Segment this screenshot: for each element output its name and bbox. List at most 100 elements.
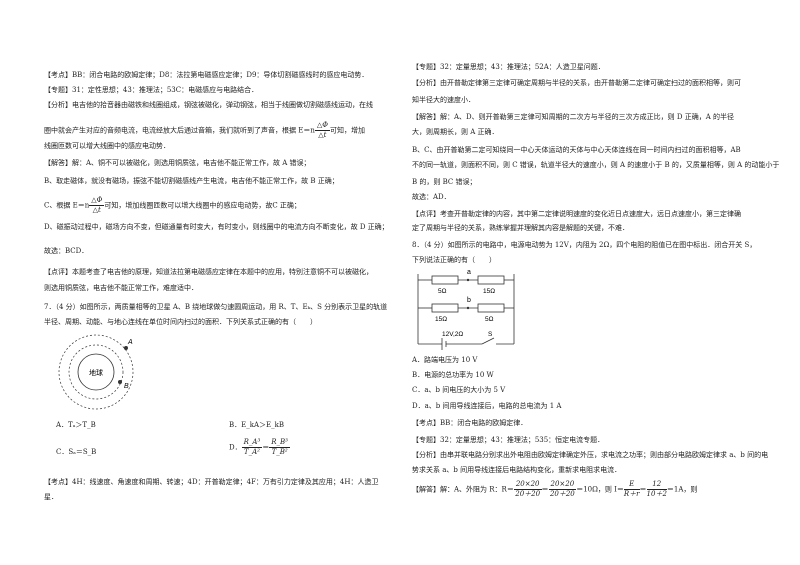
question-7-line-2: 半径、周期、动能、与地心连线在单位时间内扫过的面积．下列关系式正确的有（ ） — [44, 318, 317, 326]
circuit-diagram: a b 5Ω 15Ω 15Ω 5Ω 12V,2Ω S — [417, 269, 515, 350]
fraction-numerator: 20×20 — [513, 480, 542, 490]
text-segment: 可知，增加 — [329, 126, 365, 135]
node-a-label: a — [467, 269, 471, 276]
fraction: △Φ△t — [89, 196, 105, 215]
jieda-line-b: B、取走磁体，就没有磁场，振弦不能切割磁感线产生电流，电吉他不能正常工作，故 B… — [44, 177, 339, 185]
dianping-line-2: 定了周期与半径的关系，熟练掌握并理解其内容是解题的关键，不难． — [412, 224, 629, 232]
switch-s — [481, 337, 495, 345]
fraction-denominator: T_A² — [243, 448, 260, 456]
resistor-1-label: 5Ω — [438, 288, 447, 295]
question-8-line-2: 下列说法正确的有（ ） — [412, 256, 496, 264]
text-segment: ＝10Ω，则 I＝ — [576, 485, 624, 494]
dianping-line-2: 则选用铜质弦，电吉他不能正常工作，难度适中． — [44, 284, 198, 292]
earth-circle — [77, 353, 115, 391]
fraction-numerator: △Φ — [314, 121, 330, 131]
satellite-b — [118, 380, 122, 384]
option-b: B．电源的总功率为 10 W — [412, 371, 494, 379]
earth-label: 地球 — [89, 368, 103, 377]
dianping-line: 【点评】考查开普勒定律的内容，其中第二定律说明速度的变化近日点速度大，远日点速度… — [412, 210, 741, 218]
jieda-line: 【解答】解：A、D、则开普勒第三定律可知周期的二次方与半径的三次方成正比，则 D… — [412, 113, 735, 121]
resistor-3 — [431, 303, 459, 313]
equals-sign: ＝ — [262, 443, 270, 452]
fraction-numerator: R_A³ — [241, 438, 263, 448]
text-segment: 可知，增加线圈匝数可以增大线圈中的感应电动势，故C 正确； — [104, 201, 301, 210]
jieda-line-2: 大，则周期长，则 A 正确． — [412, 128, 499, 136]
kaodian-line: 【考点】BB：闭合电路的欧姆定律；D8：法拉第电磁感应定律；D9：导体切割磁感线… — [44, 71, 369, 79]
fraction-numerator: R_B³ — [269, 438, 290, 448]
outer-orbit — [58, 334, 134, 410]
text-segment: 【解答】解：A、外阻为 R：R＝ — [412, 485, 514, 494]
satellite-b-label: B — [124, 383, 129, 390]
fenxi-line-2: 知半径大的速度小． — [412, 96, 475, 104]
fraction-numerator: 12 — [646, 480, 667, 490]
orbit-diagram: 地球 A B — [58, 334, 134, 410]
option-c: C．Sₐ＝S_B — [56, 448, 97, 456]
fraction-denominator: T_B² — [271, 448, 288, 456]
option-d-prefix: D． — [229, 443, 242, 452]
jieda-line-d: D、磁振动过程中，磁场方向不变，但磁通量有时变大，有时变小，则线圈中的电流方向不… — [44, 223, 389, 231]
zhuanti-line: 【专题】31：定性思想；43：推理法；53C：电磁感应与电路结合． — [44, 86, 259, 94]
fraction-denominator: 10＋2 — [646, 490, 667, 498]
fenxi-line-2: 圈中就会产生对应的音频电流，电流经放大后通过音箱，我们就听到了声音，根据 E＝n… — [44, 121, 365, 140]
fraction-denominator: △t — [92, 206, 101, 214]
jieda-line: 【解答】解：A、铜不可以被磁化，则选用铜质弦，电吉他不能正常工作，故 A 错误； — [44, 159, 311, 167]
fraction-numerator: E — [623, 480, 640, 490]
jieda-line-c: 不的同一轨道，则面积不同，则 C 错误，轨道半径大的速度小，则 A 的速度小于 … — [412, 161, 780, 169]
resistor-1 — [431, 275, 459, 285]
fenxi-line-3: 线圈匝数可以增大线圈中的感应电动势． — [44, 142, 170, 150]
answer-line: 故选：BCD． — [44, 247, 89, 255]
zhuanti-line-q8: 【专题】32：定量思想；43：推理法；535：恒定电流专题． — [412, 436, 605, 444]
node-b-label: b — [467, 297, 471, 304]
kaodian-line-q7: 【考点】4H：线速度、角速度和周期、转速；4D：开普勒定律；4F：万有引力定律及… — [44, 478, 379, 486]
resistor-3-label: 15Ω — [435, 316, 447, 323]
node-b — [466, 306, 470, 310]
option-a: A．路端电压为 10 V — [412, 356, 478, 364]
source-label: 12V,2Ω — [442, 331, 463, 338]
zhuanti-line: 【专题】32：定量思想；43：推理法；52A：人造卫星问题． — [412, 63, 605, 71]
option-c: C．a、b 间电压的大小为 5 V — [412, 386, 506, 394]
text-segment: C、根据 E＝n — [44, 201, 90, 210]
equals-sign: ＝ — [639, 485, 647, 494]
text-segment: ＝1A，则 — [666, 485, 698, 494]
inner-orbit — [68, 344, 124, 400]
fraction-denominator: R＋r — [623, 490, 640, 498]
satellite-a-label: A — [127, 339, 133, 346]
resistor-2-label: 15Ω — [483, 288, 495, 295]
dianping-line: 【点评】本题考查了电吉他的原理，知道法拉第电磁感应定律在本题中的应用，特别注意铜… — [44, 268, 373, 276]
switch-label: S — [488, 331, 493, 338]
satellite-a — [124, 346, 128, 350]
jieda-line-d: B 的，则 BC 错误； — [412, 178, 477, 186]
option-a: A．Tₐ＞T_B — [56, 421, 96, 429]
fraction-numerator: 20×20 — [548, 480, 577, 490]
jieda-line-b: B、C、由开普勒第二定可知绕同一中心天体运动的天体与中心天体连线在同一时间内扫过… — [412, 146, 741, 154]
fraction-numerator: △Φ — [89, 196, 105, 206]
fraction-denominator: 20＋20 — [515, 490, 541, 498]
fenxi-line-q8: 【分析】由串并联电路分别求出外电阻由欧姆定律确定外压，求电流之功率；则由部分电路… — [412, 451, 769, 459]
resistor-4 — [477, 303, 505, 313]
fenxi-line-q8-2: 势求关系 a、b 间用导线连接后电路结构变化，重新求电阻求电流． — [412, 466, 622, 474]
question-8: 8．（4 分）如图所示的电路中，电源电动势为 12V，内阻为 2Ω，四个电阻的阻… — [412, 241, 757, 249]
answer-line: 故选：AD． — [412, 193, 451, 201]
node-a — [466, 278, 470, 282]
fraction: △Φ△t — [314, 121, 330, 140]
kaodian-line: 【考点】BB：闭合电路的欧姆定律． — [412, 419, 528, 427]
question-7: 7．（4 分）如图所示，两质量相等的卫星 A、B 绕地球做匀速圆周运动，用 R、… — [44, 303, 388, 311]
option-b: B．E_kA＞E_kB — [229, 421, 285, 429]
text-segment: 圈中就会产生对应的音频电流，电流经放大后通过音箱，我们就听到了声音，根据 E＝n — [44, 126, 315, 135]
resistor-2 — [477, 275, 505, 285]
option-d: D．a、b 间用导线连接后，电路的总电流为 1 A — [412, 402, 562, 410]
fenxi-line: 【分析】由开普勒定律第三定律可确定周期与半径的关系，由开普勒第二定律可确定扫过的… — [412, 79, 741, 87]
kaodian-line-q7-2: 星． — [44, 493, 58, 501]
resistor-4-label: 5Ω — [485, 316, 494, 323]
fraction-denominator: △t — [318, 131, 327, 139]
fenxi-line: 【分析】电吉他的拾音器由磁铁和线圈组成，钢弦被磁化，弹动钢弦，相当于线圈做切割磁… — [44, 101, 373, 109]
